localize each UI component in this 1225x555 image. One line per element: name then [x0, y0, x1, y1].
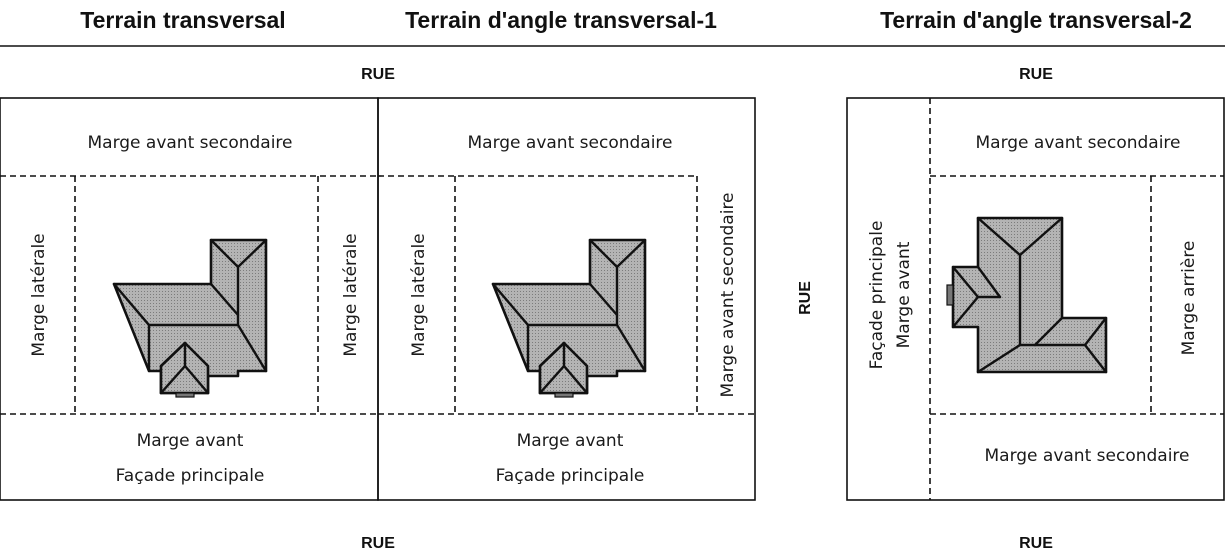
title-terrain-angle-transversal-2: Terrain d'angle transversal-2	[880, 7, 1192, 33]
street-label-top-right: RUE	[1019, 66, 1053, 83]
label-facade-principale-vertical: Façade principale	[867, 221, 887, 370]
label-marge-avant-secondaire-top: Marge avant secondaire	[975, 133, 1180, 153]
house-roof-icon	[491, 238, 647, 398]
street-label-bottom-left: RUE	[361, 535, 395, 552]
label-marge-laterale: Marge latérale	[409, 233, 429, 356]
label-marge-arriere: Marge arrière	[1179, 241, 1199, 356]
label-facade-principale: Façade principale	[116, 466, 265, 486]
label-marge-avant-secondaire: Marge avant secondaire	[87, 133, 292, 153]
street-label-bottom-right: RUE	[1019, 535, 1053, 552]
label-marge-avant: Marge avant	[137, 431, 244, 451]
label-marge-laterale-left: Marge latérale	[29, 233, 49, 356]
house-roof-icon	[112, 238, 268, 398]
lot-terrain-angle-transversal-2: Façade principale Marge avant Marge avan…	[846, 97, 1225, 501]
label-marge-avant-vertical: Marge avant	[894, 241, 914, 348]
lot-boundary	[377, 97, 756, 501]
label-marge-laterale-right: Marge latérale	[341, 233, 361, 356]
title-terrain-transversal: Terrain transversal	[80, 7, 285, 33]
street-label-side: RUE	[797, 281, 814, 315]
label-marge-avant-secondaire-vertical: Marge avant secondaire	[718, 192, 738, 397]
house-roof-icon	[946, 216, 1108, 374]
lot-boundary	[846, 97, 1225, 501]
label-marge-avant: Marge avant	[517, 431, 624, 451]
label-facade-principale: Façade principale	[496, 466, 645, 486]
lot-terrain-angle-transversal-1: Marge avant secondaire Marge latérale Ma…	[377, 97, 756, 501]
lot-terrain-transversal: Marge avant secondaire Marge latérale Ma…	[0, 97, 379, 501]
label-marge-avant-secondaire: Marge avant secondaire	[467, 133, 672, 153]
label-marge-avant-secondaire-bottom: Marge avant secondaire	[984, 446, 1189, 466]
title-terrain-angle-transversal-1: Terrain d'angle transversal-1	[405, 7, 717, 33]
street-label-top-left: RUE	[361, 66, 395, 83]
